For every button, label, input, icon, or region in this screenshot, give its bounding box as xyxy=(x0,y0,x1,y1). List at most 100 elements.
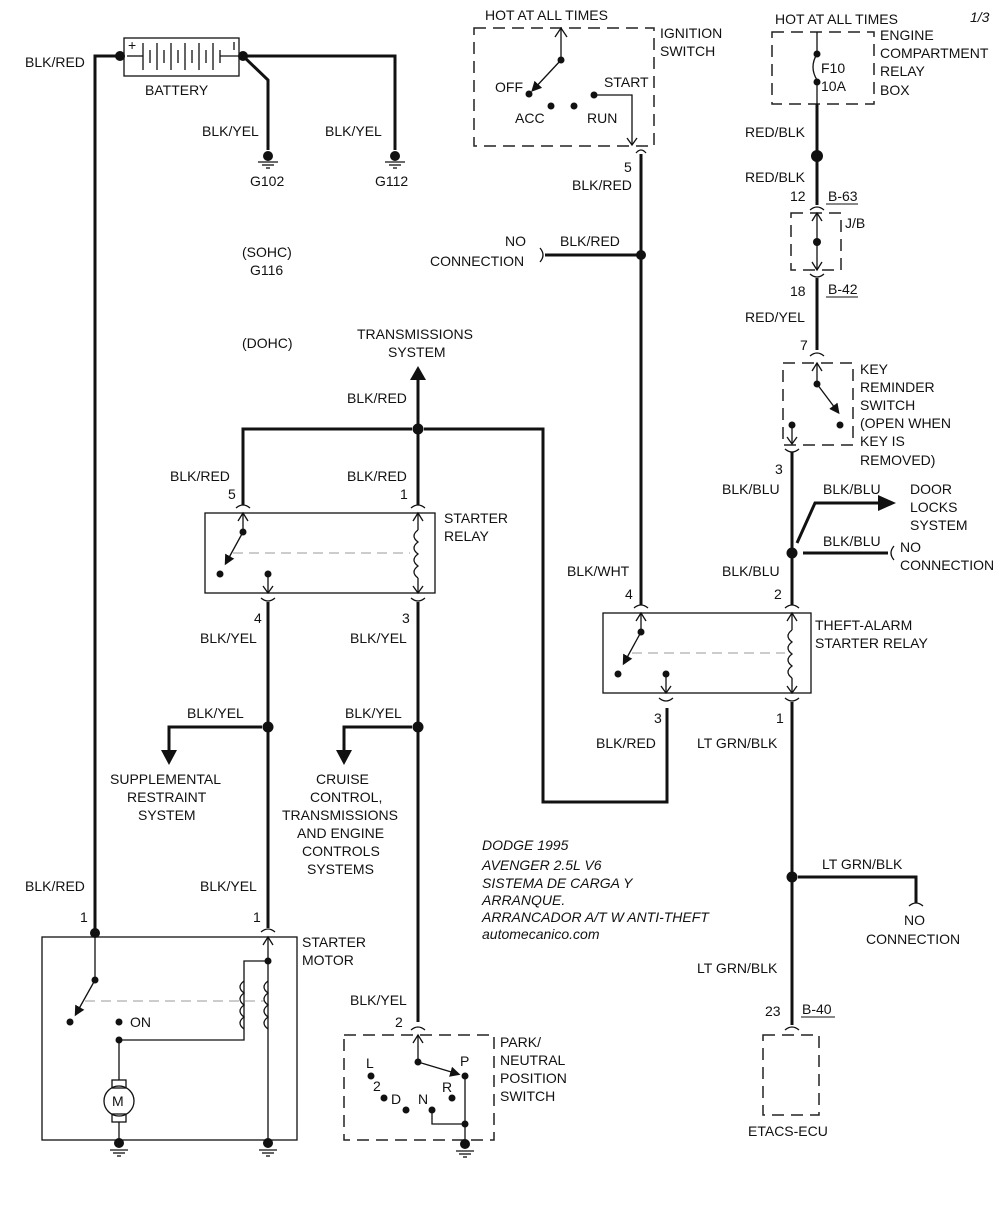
no-connection-label: CONNECTION xyxy=(900,557,994,573)
no-connection-label: CONNECTION xyxy=(866,931,960,947)
wire-label: BLK/RED xyxy=(25,54,85,70)
pin-number: 3 xyxy=(775,461,783,477)
transmissions-system-label: SYSTEM xyxy=(388,344,446,360)
wire-blk-yel-g112 xyxy=(243,54,397,150)
connector-id: B-63 xyxy=(828,188,858,204)
door-locks-label: DOOR xyxy=(910,481,952,497)
ignition-switch xyxy=(473,26,655,147)
wire-label: BLK/RED xyxy=(560,233,620,249)
key-reminder-label: KEY IS xyxy=(860,433,905,449)
wire-label: RED/BLK xyxy=(745,169,806,185)
key-reminder-label: KEY xyxy=(860,361,889,377)
key-reminder-switch xyxy=(782,361,854,446)
dohc-label: (DOHC) xyxy=(242,335,293,351)
srs-label: RESTRAINT xyxy=(127,789,207,805)
relay-box-label: ENGINE xyxy=(880,27,934,43)
park-neutral-switch xyxy=(343,1033,495,1149)
arrow-right-icon xyxy=(878,495,896,511)
wire-blk-yel-g102 xyxy=(241,54,270,150)
no-connection-label: NO xyxy=(904,912,925,928)
etacs-ecu xyxy=(762,1034,820,1116)
door-locks-label: LOCKS xyxy=(910,499,957,515)
title-line: DODGE 1995 xyxy=(482,837,569,853)
arrow-down-icon xyxy=(336,750,352,765)
srs-label: SUPPLEMENTAL xyxy=(110,771,221,787)
ignition-pos-run: RUN xyxy=(587,110,617,126)
ground-icon xyxy=(385,151,405,169)
wire-label: BLK/RED xyxy=(572,177,632,193)
on-label: ON xyxy=(130,1014,151,1030)
wire-label: BLK/WHT xyxy=(567,563,630,579)
pin-number: 2 xyxy=(774,586,782,602)
starter-relay xyxy=(204,511,436,595)
cruise-label: CONTROL, xyxy=(310,789,382,805)
no-connection-label: NO xyxy=(505,233,526,249)
pin-number: 7 xyxy=(800,337,808,353)
cruise-label: TRANSMISSIONS xyxy=(282,807,398,823)
ground-icon xyxy=(259,1149,277,1157)
connector-id: B-42 xyxy=(828,281,858,297)
website-label: automecanico.com xyxy=(482,926,600,942)
battery-icon xyxy=(127,42,238,70)
hot-at-all-times-label: HOT AT ALL TIMES xyxy=(485,7,608,23)
motor-label: M xyxy=(112,1093,124,1109)
wire-label: BLK/RED xyxy=(347,390,407,406)
wire-label: BLK/RED xyxy=(347,468,407,484)
gear-pos-2: 2 xyxy=(373,1078,381,1094)
gear-pos-n: N xyxy=(418,1091,428,1107)
wire-label: BLK/RED xyxy=(25,878,85,894)
theft-alarm-relay xyxy=(602,611,812,695)
ground-label-g102: G102 xyxy=(250,173,284,189)
arrow-up-icon xyxy=(410,366,426,380)
pin-number: 12 xyxy=(790,188,806,204)
key-reminder-label: SWITCH xyxy=(860,397,915,413)
ground-icon xyxy=(456,1150,474,1158)
wire-label: BLK/YEL xyxy=(200,630,257,646)
fuse-icon xyxy=(812,53,818,81)
ignition-pos-start: START xyxy=(604,74,649,90)
subtitle-line: ARRANCADOR A/T W ANTI-THEFT xyxy=(481,909,710,925)
connector-id: B-40 xyxy=(802,1001,832,1017)
wire-label: BLK/YEL xyxy=(345,705,402,721)
pnp-switch-label: PARK/ xyxy=(500,1034,541,1050)
gear-pos-l: L xyxy=(366,1055,374,1071)
no-connection-label: CONNECTION xyxy=(430,253,524,269)
relay-box xyxy=(771,31,875,105)
gear-pos-p: P xyxy=(460,1053,469,1069)
ground-label-g116: G116 xyxy=(250,262,283,278)
theft-relay-label: STARTER RELAY xyxy=(815,635,928,651)
coil-icon xyxy=(787,629,794,679)
relay-box-label: RELAY xyxy=(880,63,926,79)
relay-box-label: COMPARTMENT xyxy=(880,45,989,61)
relay-box-label: BOX xyxy=(880,82,910,98)
coil-icon xyxy=(413,529,420,579)
pin-number: 1 xyxy=(253,909,261,925)
theft-relay-label: THEFT-ALARM xyxy=(815,617,912,633)
key-reminder-label: (OPEN WHEN xyxy=(860,415,951,431)
wire-label: BLK/RED xyxy=(596,735,656,751)
wire-label: LT GRN/BLK xyxy=(822,856,903,872)
pin-number: 4 xyxy=(254,610,262,626)
ignition-pos-acc: ACC xyxy=(515,110,545,126)
ground-icon xyxy=(258,151,278,169)
pnp-switch-label: POSITION xyxy=(500,1070,567,1086)
starter-motor-label: MOTOR xyxy=(302,952,354,968)
cruise-label: SYSTEMS xyxy=(307,861,374,877)
srs-label: SYSTEM xyxy=(138,807,196,823)
key-reminder-label: REMOVED) xyxy=(860,452,935,468)
battery-plus-label: + xyxy=(128,37,136,53)
starter-motor-label: STARTER xyxy=(302,934,366,950)
ground-icon xyxy=(110,1149,128,1157)
battery-label: BATTERY xyxy=(145,82,209,98)
page-indicator: 1/3 xyxy=(970,9,990,25)
wire-label: BLK/YEL xyxy=(350,992,407,1008)
ignition-pos-off: OFF xyxy=(495,79,523,95)
pnp-switch-label: SWITCH xyxy=(500,1088,555,1104)
wire-label: LT GRN/BLK xyxy=(697,960,778,976)
pin-number: 5 xyxy=(228,486,236,502)
wire-blk-red-battery xyxy=(93,54,120,933)
title-block: DODGE 1995 AVENGER 2.5L V6 SISTEMA DE CA… xyxy=(481,837,710,942)
coil-icon xyxy=(239,980,246,1030)
key-reminder-label: REMINDER xyxy=(860,379,935,395)
